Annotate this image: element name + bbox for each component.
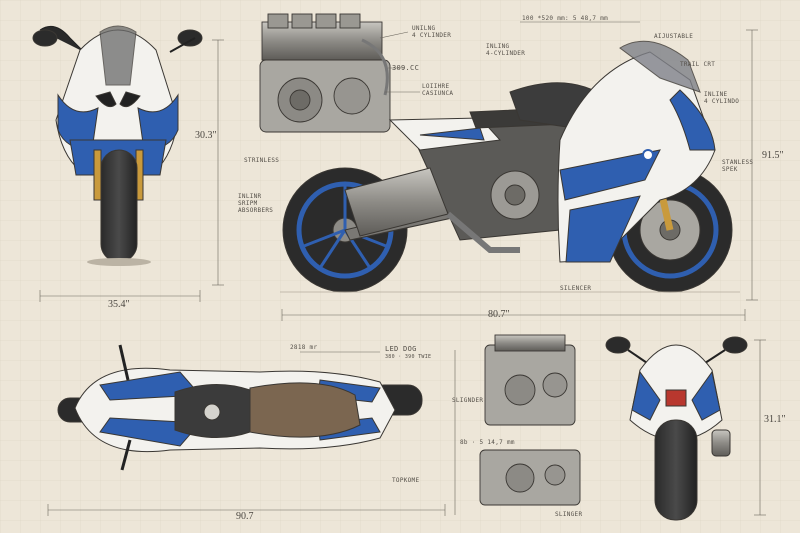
topkome-label: TOPKOME [392,477,420,484]
silencer-label: SILENCER [560,285,592,292]
front-width-dim: 35.4" [108,299,130,310]
top-dim-note: 2818 mr [290,344,318,351]
led-sub-label: 380 · 390 TWIE [385,354,432,360]
top-length-dim: 90.7 [236,511,254,522]
absorbers-label: INLINR SRIPM ABSORBERS [238,193,274,214]
side-length-dim: 80.7" [488,309,510,320]
rear-height-dim: 31.1" [764,414,786,425]
slinder-label-1: SLIGNDER [452,397,484,404]
engine-detail-views [454,334,581,515]
engine-drawing [259,13,420,133]
led-label: LED DOG [385,345,417,353]
inline-cylinder-label: UNILNG 4 CYLINDER [412,25,452,39]
front-view [32,25,224,302]
side-height-dim: 91.5" [762,150,784,161]
front-height-dim: 30.3" [195,130,217,141]
stainless-label-right: STANLESS SPEK [722,159,754,173]
lower-casing-label: LOIIHRE CASIUNCA [422,83,454,97]
stainless-label-left: STRINLESS [244,157,280,164]
inline-cylinder-label-2: INLING 4-CYLINDER [486,43,526,57]
top-view [47,344,446,516]
adjustable-label: AIJUSTABLE [654,33,694,40]
trail-label: TRAIL CRT [680,61,716,68]
top-spec-label: 100 *520 mm: 5 48,7 mm [522,15,609,22]
inline-4-cylinder-label: INLINE 4 CYLINDO [704,91,740,105]
slinder-label-2: SLINGER [555,511,583,518]
displacement-label: 309.CC [392,64,420,72]
spec-small-label: 8b · 5 14,7 mm [460,439,515,446]
side-view [280,21,758,321]
rear-view [605,336,766,521]
